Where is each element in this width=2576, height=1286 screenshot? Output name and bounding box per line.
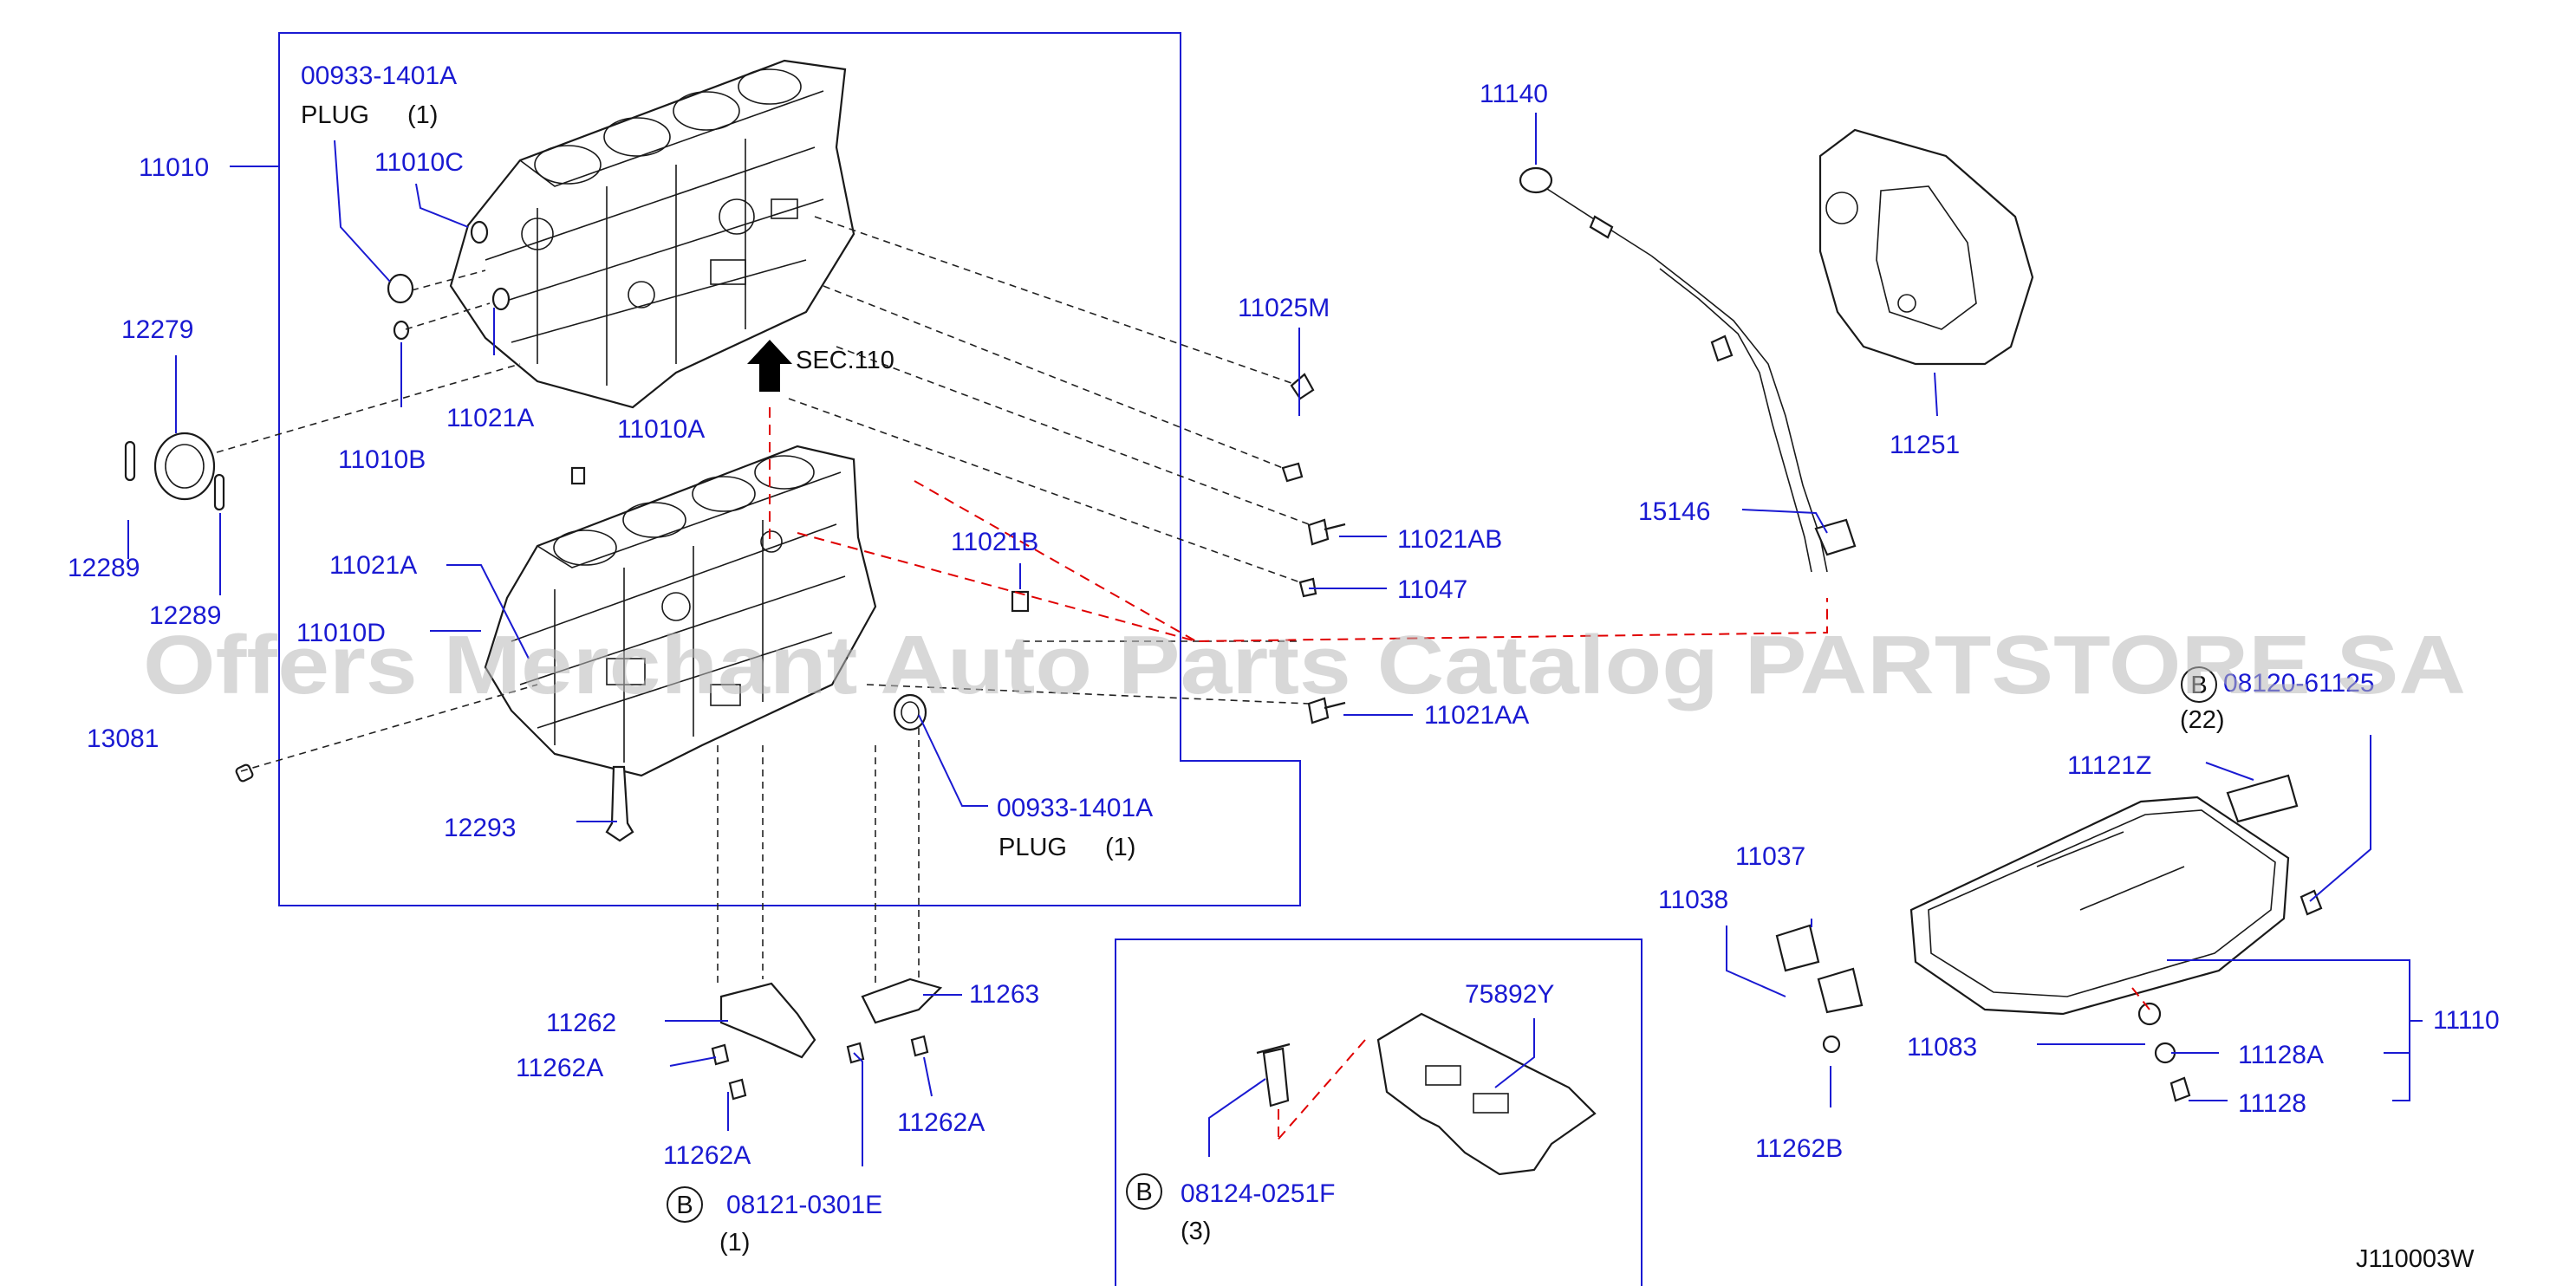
part-label[interactable]: 11263 bbox=[969, 980, 1039, 1009]
circle-b-label: B bbox=[2190, 672, 2207, 699]
part-label[interactable]: 08120-61125 bbox=[2223, 669, 2375, 698]
part-label[interactable]: 11140 bbox=[1480, 80, 1548, 108]
engine-mount-brackets bbox=[711, 977, 1597, 1176]
part-label[interactable]: 11010A bbox=[617, 415, 705, 444]
circle-b-label: B bbox=[1135, 1179, 1152, 1206]
part-label[interactable]: 00933-1401A bbox=[997, 794, 1153, 822]
part-quantity: (22) bbox=[2180, 706, 2225, 734]
part-label[interactable]: 11047 bbox=[1397, 575, 1467, 604]
part-label[interactable]: 11262B bbox=[1755, 1134, 1843, 1163]
small-parts bbox=[124, 220, 1346, 842]
section-label: SEC.110 bbox=[796, 347, 894, 374]
part-label[interactable]: 11021B bbox=[951, 528, 1038, 556]
bolt-group-markers: B B B bbox=[667, 666, 2217, 1223]
plug-label: PLUG bbox=[999, 834, 1067, 861]
part-label[interactable]: 12279 bbox=[121, 315, 193, 344]
part-labels: 00933-1401A PLUG (1) 11010 11010C 12279 … bbox=[68, 62, 2500, 1273]
lower-cylinder-block bbox=[484, 445, 877, 777]
part-label[interactable]: 11251 bbox=[1890, 431, 1960, 459]
plug-label: PLUG bbox=[301, 101, 369, 129]
part-label[interactable]: 13081 bbox=[87, 724, 159, 753]
cylinder-block-frame bbox=[278, 32, 1301, 906]
watermark: Offers Merchant Auto Parts Catalog PARTS… bbox=[143, 619, 2466, 711]
leader-lines bbox=[127, 113, 2423, 1166]
part-label[interactable]: 11010D bbox=[296, 619, 386, 647]
part-label[interactable]: 00933-1401A bbox=[301, 62, 457, 90]
plug-quantity: (1) bbox=[1105, 834, 1135, 861]
part-label[interactable]: 11025M bbox=[1238, 294, 1330, 322]
part-label[interactable]: 11083 bbox=[1907, 1033, 1977, 1062]
part-label[interactable]: 08124-0251F bbox=[1181, 1179, 1335, 1208]
bracket-inset-frame bbox=[1115, 939, 1643, 1286]
part-label[interactable]: 11021A bbox=[329, 551, 417, 580]
part-label[interactable]: 11262A bbox=[663, 1141, 751, 1170]
red-reference-lines bbox=[769, 407, 2150, 1145]
part-label[interactable]: 12293 bbox=[444, 814, 516, 842]
part-label[interactable]: 11128 bbox=[2238, 1089, 2306, 1118]
dashed-assembly-lines bbox=[216, 216, 1310, 988]
part-label[interactable]: 15146 bbox=[1638, 497, 1710, 526]
part-label[interactable]: 11038 bbox=[1658, 886, 1728, 914]
part-label[interactable]: 11128A bbox=[2238, 1041, 2324, 1069]
part-label[interactable]: 11262A bbox=[897, 1108, 985, 1137]
part-label[interactable]: 11021AA bbox=[1424, 701, 1529, 730]
part-label[interactable]: 11037 bbox=[1735, 842, 1805, 871]
part-label[interactable]: 11262 bbox=[546, 1009, 616, 1037]
section-reference-arrow: SEC.110 bbox=[747, 340, 894, 392]
plug-quantity: (1) bbox=[407, 101, 438, 129]
part-label[interactable]: 08121-0301E bbox=[726, 1191, 882, 1219]
dipstick-and-guide bbox=[1519, 166, 1857, 573]
part-label[interactable]: 11262A bbox=[516, 1054, 603, 1082]
part-label[interactable]: 11110 bbox=[2433, 1006, 2500, 1035]
circle-b-label: B bbox=[676, 1192, 693, 1219]
figure-code: J110003W bbox=[2356, 1245, 2475, 1273]
part-label[interactable]: 11021AB bbox=[1397, 525, 1502, 554]
part-label[interactable]: 12289 bbox=[68, 554, 140, 582]
part-label[interactable]: 11010C bbox=[374, 148, 464, 177]
part-label[interactable]: 11010 bbox=[139, 153, 209, 182]
part-label[interactable]: 11021A bbox=[446, 404, 534, 432]
part-label[interactable]: 11121Z bbox=[2067, 751, 2151, 780]
rear-plate-gasket bbox=[1818, 128, 2034, 366]
part-label[interactable]: 75892Y bbox=[1465, 980, 1554, 1009]
part-label[interactable]: 11010B bbox=[338, 445, 426, 474]
part-quantity: (3) bbox=[1181, 1218, 1211, 1245]
part-label[interactable]: 12289 bbox=[149, 601, 221, 630]
upper-cylinder-block bbox=[449, 59, 855, 409]
part-quantity: (1) bbox=[719, 1229, 750, 1257]
